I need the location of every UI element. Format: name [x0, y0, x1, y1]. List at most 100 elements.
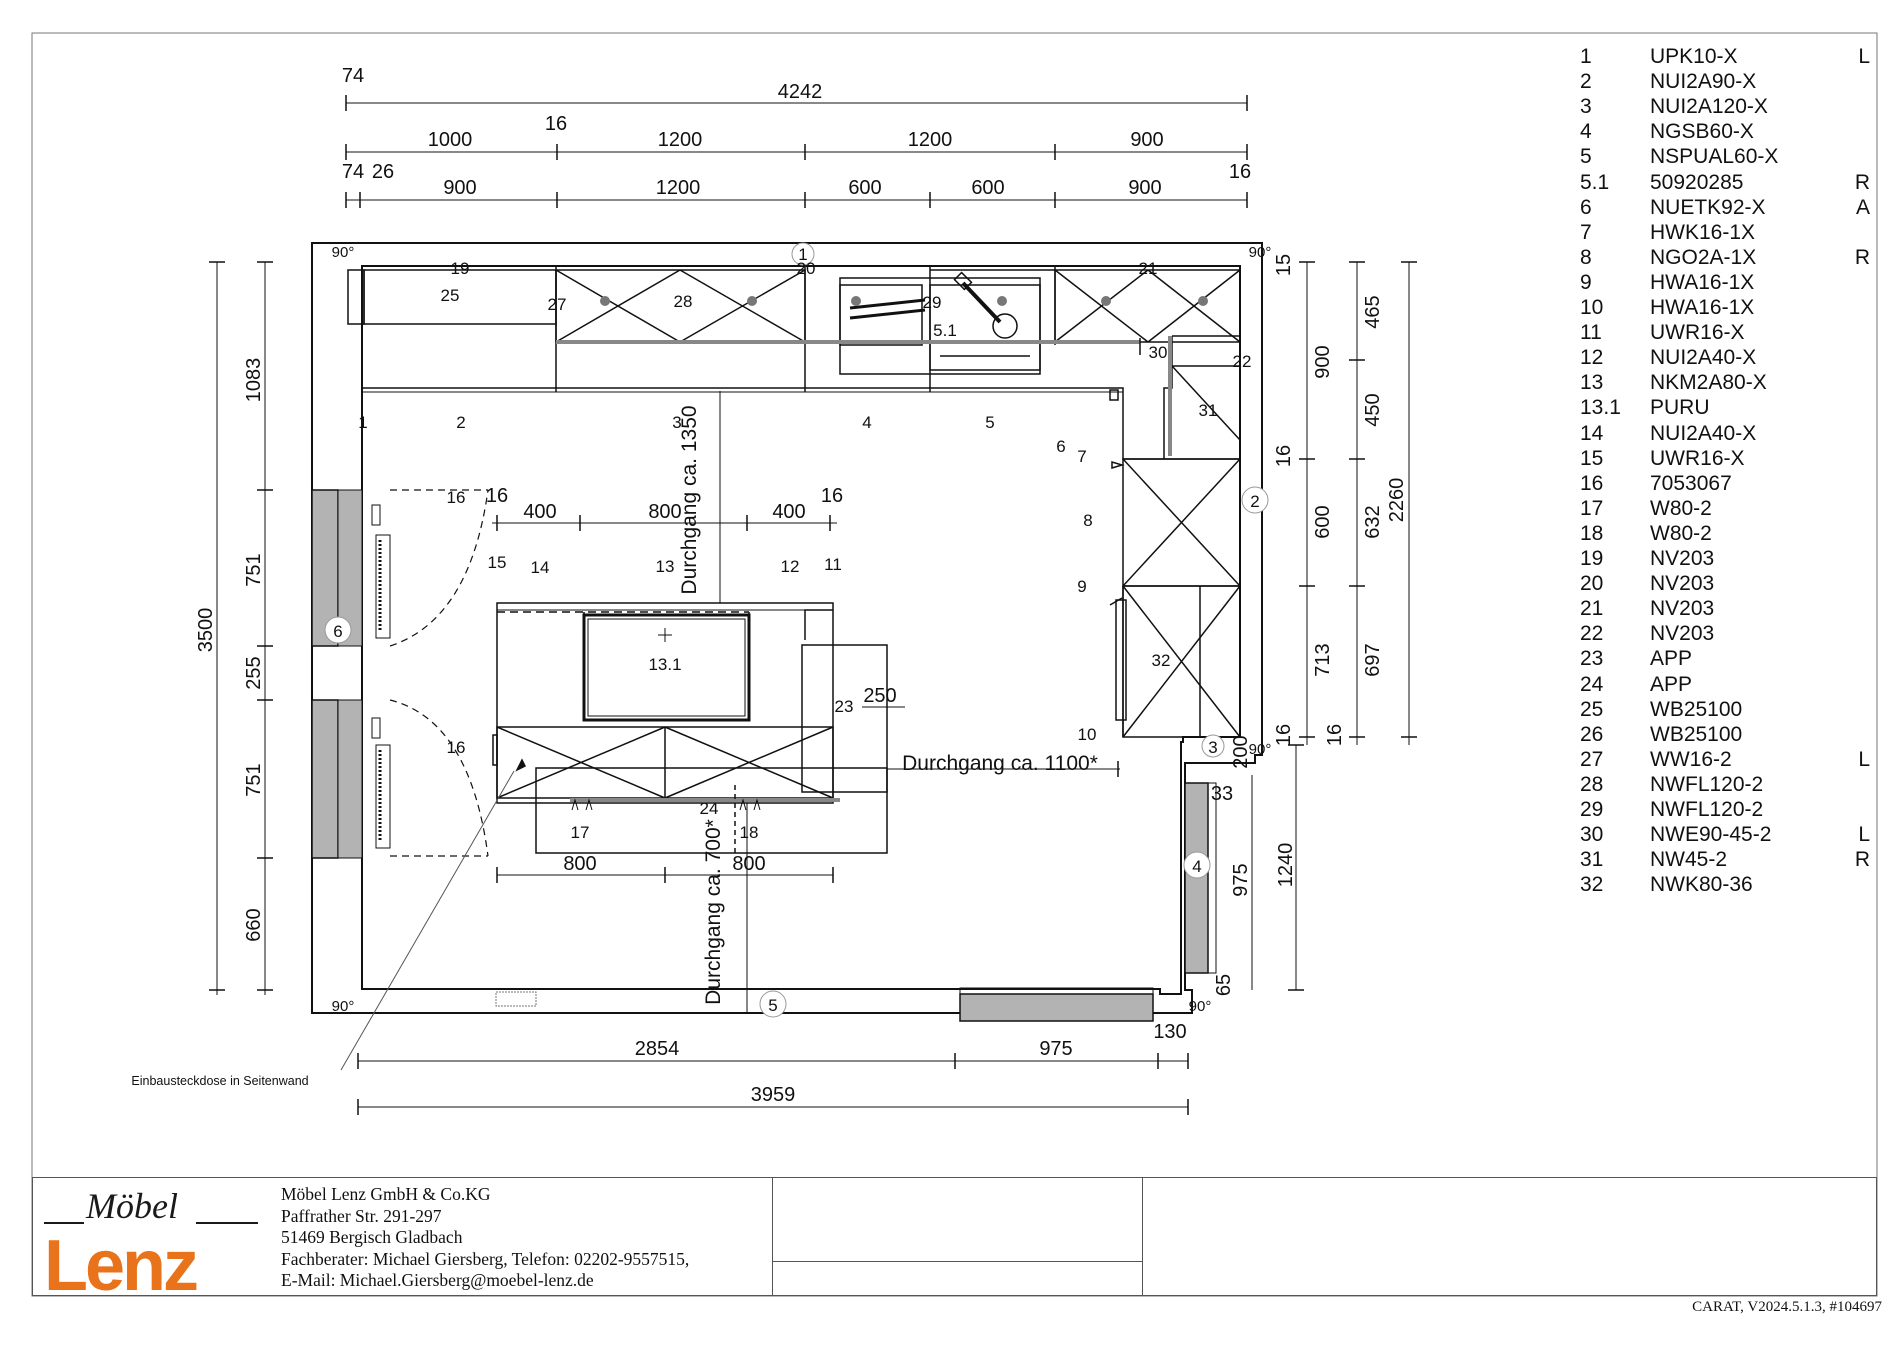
dim-island-side: 250 — [863, 685, 896, 707]
dim-bottom: 2854 — [635, 1038, 680, 1060]
dim-top-row2: 900 — [1130, 129, 1163, 151]
legend-number: 22 — [1580, 622, 1604, 646]
item-number: 25 — [441, 286, 460, 305]
logo-bottom-text: Lenz — [44, 1226, 197, 1306]
wall-marker: 4 — [1192, 857, 1201, 876]
sheet-border — [31, 32, 1878, 1297]
item-number: 3 — [672, 413, 681, 432]
item-number: 31 — [1199, 401, 1218, 420]
passage-label: Durchgang ca. 700* — [702, 819, 725, 1005]
dim-top-row3: 600 — [848, 177, 881, 199]
corner-angle: 90° — [332, 244, 355, 261]
legend-number: 3 — [1580, 95, 1592, 119]
wall-marker: 2 — [1250, 492, 1259, 511]
legend-code: NV203 — [1650, 622, 1715, 646]
item-number: 5 — [985, 413, 994, 432]
bottom-window — [959, 993, 1154, 1022]
dim-top-row3: 16 — [1229, 161, 1251, 183]
legend-number: 1 — [1580, 45, 1592, 68]
legend-code: 50920285 — [1650, 170, 1744, 194]
legend-side: L — [1858, 747, 1870, 771]
legend-number: 7 — [1580, 220, 1592, 244]
legend-number: 28 — [1580, 772, 1604, 796]
item-number: 13 — [656, 557, 675, 576]
legend-number: 16 — [1580, 471, 1604, 495]
cabinet-knobs — [600, 296, 1208, 306]
item-number: 17 — [571, 823, 590, 842]
legend-number: 13.1 — [1580, 396, 1621, 420]
dim-left: 660 — [243, 908, 265, 941]
legend-number: 5 — [1580, 145, 1592, 169]
legend-code: UWR16-X — [1650, 321, 1745, 345]
passage-label: Durchgang ca. 1100* — [902, 752, 1098, 775]
item-number: 28 — [674, 292, 693, 311]
dim-left: 751 — [243, 553, 265, 586]
legend-number: 10 — [1580, 296, 1604, 319]
dim-island: 400 — [523, 501, 556, 523]
corner-angle: 90° — [332, 998, 355, 1015]
door-swings — [389, 489, 489, 857]
legend-side: R — [1854, 848, 1870, 872]
legend-number: 2 — [1580, 70, 1592, 94]
legend-code: NV203 — [1650, 597, 1715, 621]
wall-marker: 5 — [768, 996, 777, 1015]
dim-right-total: 2260 — [1386, 478, 1408, 523]
dim-top-row2: 1000 — [428, 129, 473, 151]
legend-code: NUI2A120-X — [1650, 95, 1768, 119]
legend-code: PURU — [1650, 396, 1710, 420]
dim-top-overall: 4242 — [778, 81, 823, 103]
item-number: 23 — [835, 697, 854, 716]
legend-side: L — [1858, 823, 1870, 847]
island — [492, 602, 888, 854]
corner-angle: 90° — [1249, 741, 1272, 758]
item-number: 8 — [1083, 511, 1092, 530]
left-windows — [311, 489, 391, 859]
top-counter — [347, 265, 1241, 460]
legend-code: W80-2 — [1650, 496, 1712, 520]
dim-island-bottom: 800 — [732, 853, 765, 875]
dim-top-row2: 1200 — [908, 129, 953, 151]
legend-number: 31 — [1580, 848, 1604, 872]
legend-code: NSPUAL60-X — [1650, 145, 1779, 169]
legend-code: NUI2A40-X — [1650, 421, 1757, 445]
company-city: 51469 Bergisch Gladbach — [281, 1227, 463, 1247]
legend-row: 13.1 PURU — [1580, 396, 1870, 421]
legend-number: 19 — [1580, 547, 1604, 570]
legend-code: WB25100 — [1650, 722, 1743, 746]
legend-number: 13 — [1580, 371, 1604, 395]
item-number: 12 — [781, 557, 800, 576]
dim-bottom: 130 — [1153, 1021, 1186, 1043]
dim-right: 600 — [1312, 505, 1334, 538]
legend-row: 3 NUI2A120-X — [1580, 95, 1870, 120]
passage-label: Durchgang ca. 1350 — [678, 405, 701, 594]
item-number: 16 — [447, 738, 466, 757]
legend-number: 27 — [1580, 747, 1604, 771]
legend-number: 18 — [1580, 521, 1604, 545]
legend-code: NV203 — [1650, 547, 1715, 570]
dim-right-mid: 450 — [1362, 393, 1384, 426]
company-email[interactable]: E-Mail: Michael.Giersberg@moebel-lenz.de — [281, 1270, 594, 1290]
legend-code: NV203 — [1650, 572, 1715, 596]
dim-right-lower: 975 — [1230, 863, 1252, 896]
item-number: 27 — [548, 295, 567, 314]
dim-right: 16 — [1273, 724, 1295, 746]
item-number: 5.1 — [933, 321, 957, 340]
dimension-ticks — [209, 95, 1417, 1115]
item-number: 19 — [451, 259, 470, 278]
item-number: 7 — [1077, 447, 1086, 466]
item-number: 30 — [1149, 343, 1168, 362]
